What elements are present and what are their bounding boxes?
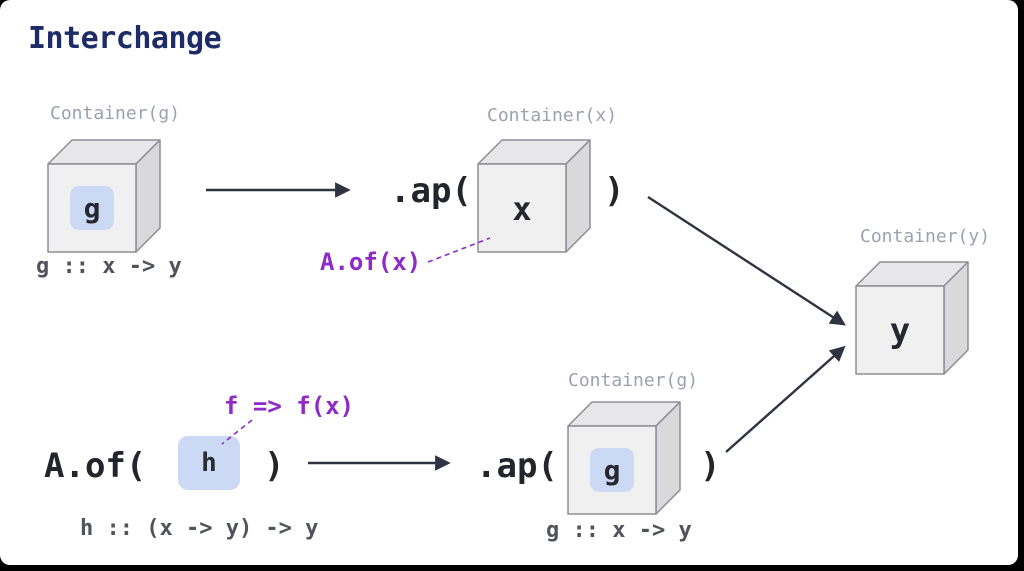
ap-open-text-top: .ap( <box>390 171 472 211</box>
h-value-chip: h <box>178 436 240 490</box>
h-letter: h <box>201 448 217 478</box>
cube-g2-letter: g <box>604 454 621 487</box>
arrow-apx-to-ycube <box>647 195 846 326</box>
arrow-apg-to-ycube <box>725 345 846 453</box>
aof-open-text: A.of( <box>44 446 147 486</box>
cube-y-letter: y <box>890 311 910 351</box>
ap-close-text-top: ) <box>604 171 625 211</box>
fx-annotation: f => f(x) <box>224 392 355 420</box>
cube-container-x: x <box>477 139 591 253</box>
cube-x-letter: x <box>512 190 531 228</box>
aofx-annotation: A.of(x) <box>320 248 422 276</box>
container-g-label: Container(g) <box>50 103 181 124</box>
ap-open-text-bottom: .ap( <box>476 446 558 486</box>
aof-close-text: ) <box>264 446 285 486</box>
signature-h: h :: (x -> y) -> y <box>80 516 319 541</box>
container-x-label: Container(x) <box>487 105 618 126</box>
cube-container-y: y <box>855 261 969 375</box>
signature-g-top: g :: x -> y <box>36 254 182 279</box>
cube-front-face <box>855 285 945 375</box>
cube-g-letter: g <box>84 192 101 225</box>
value-chip <box>590 448 634 492</box>
ap-close-text-bottom: ) <box>700 446 721 486</box>
container-y-label: Container(y) <box>860 226 991 247</box>
container-g2-label: Container(g) <box>568 370 699 391</box>
page-title: Interchange <box>28 21 222 56</box>
cube-container-g2: g <box>567 401 681 515</box>
signature-g-bottom: g :: x -> y <box>546 518 692 543</box>
cube-container-g: g <box>47 139 161 253</box>
value-chip <box>70 186 114 230</box>
cube-front-face <box>477 163 567 253</box>
